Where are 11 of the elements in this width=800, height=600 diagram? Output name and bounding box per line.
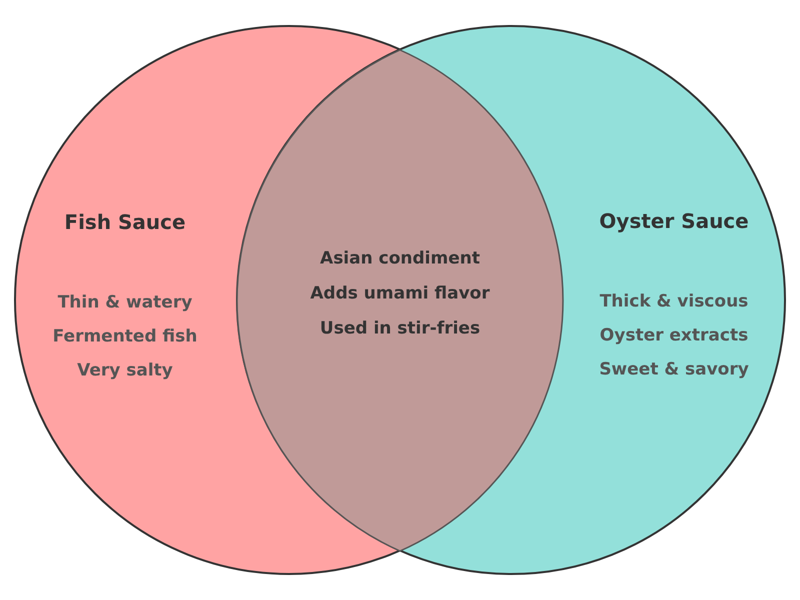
- trait-text: Oyster extracts: [600, 326, 748, 346]
- shared-trait-text: Adds umami flavor: [310, 284, 490, 304]
- shared-trait-text: Used in stir-fries: [320, 320, 480, 338]
- trait-text: Thin & watery: [58, 294, 192, 312]
- shared-trait-text: Asian condiment: [320, 250, 480, 268]
- trait-text: Fermented fish: [52, 328, 198, 346]
- trait-text: Sweet & savory: [599, 360, 749, 380]
- trait-text: Very salty: [77, 362, 173, 380]
- circle-title: Oyster Sauce: [599, 210, 749, 232]
- trait-text: Thick & viscous: [600, 292, 748, 312]
- circle-title: Fish Sauce: [64, 211, 186, 233]
